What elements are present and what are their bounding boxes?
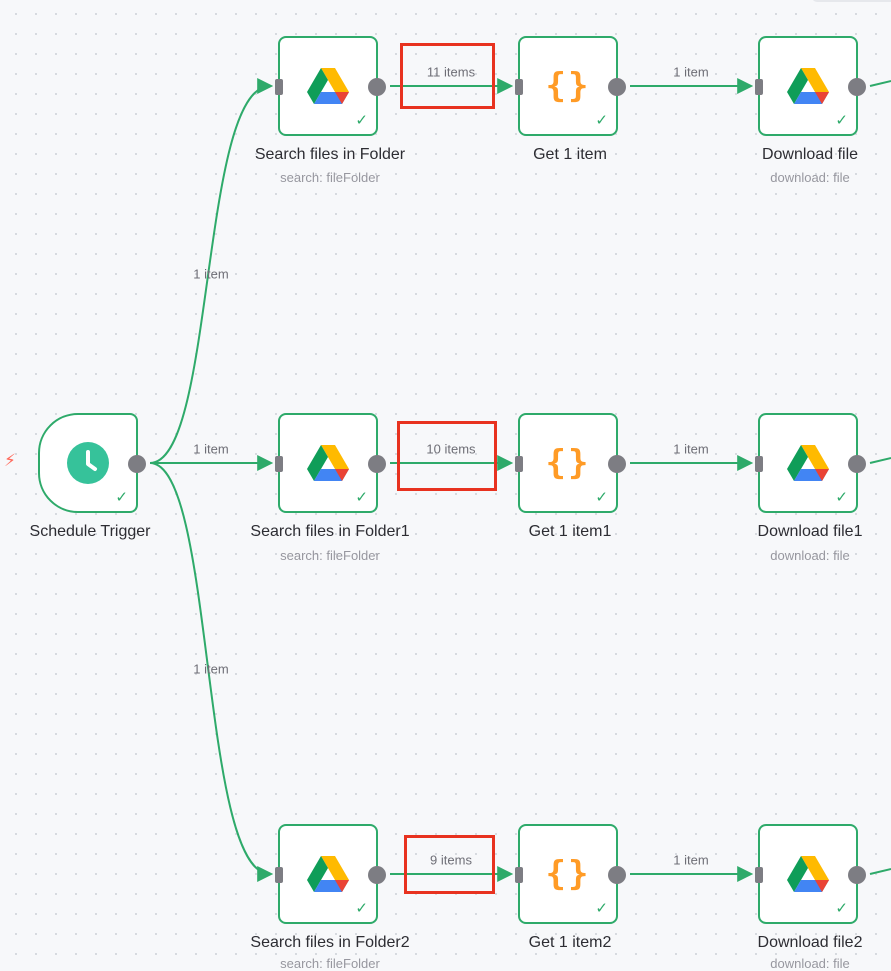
edge-label-row2-search-get: 10 items [426, 441, 476, 457]
top-right-panel-tab[interactable] [812, 0, 891, 2]
check-icon: ✓ [355, 900, 368, 917]
node-title-download2: Download file1 [757, 523, 863, 540]
node-search-files-in-folder[interactable]: ✓ [275, 36, 386, 136]
check-icon: ✓ [835, 112, 848, 129]
output-port[interactable] [848, 455, 866, 473]
code-braces-icon: {} [545, 443, 591, 483]
edge-download1-out [869, 80, 891, 87]
input-port[interactable] [275, 867, 283, 883]
trigger-bolt-icon: ⚡ [4, 451, 16, 470]
output-port[interactable] [368, 455, 386, 473]
node-title-get1: Get 1 item [533, 146, 607, 163]
node-title-search3: Search files in Folder2 [250, 934, 410, 951]
google-drive-icon [307, 445, 349, 481]
edge-label-row1-get-download: 1 item [673, 64, 709, 80]
node-subtitle-search3: search: fileFolder [280, 956, 380, 971]
node-title-get2: Get 1 item1 [528, 523, 612, 540]
node-subtitle-download3: download: file [770, 956, 850, 971]
check-icon: ✓ [595, 489, 608, 506]
node-get-1-item1[interactable]: {} ✓ [515, 413, 626, 513]
google-drive-icon [787, 68, 829, 104]
node-search-files-in-folder2[interactable]: ✓ [275, 824, 386, 924]
input-port[interactable] [755, 79, 763, 95]
edge-download3-out [869, 868, 891, 875]
edge-label-trigger-row1: 1 item [193, 266, 229, 282]
google-drive-icon [787, 445, 829, 481]
input-port[interactable] [755, 867, 763, 883]
input-port[interactable] [275, 456, 283, 472]
edge-trigger-to-search3 [149, 462, 274, 882]
highlight-box-row2 [397, 421, 497, 491]
edge-download2-out [869, 457, 891, 464]
input-port[interactable] [755, 456, 763, 472]
edge-label-trigger-row3: 1 item [193, 661, 229, 677]
edge-label-row3-get-download: 1 item [673, 852, 709, 868]
input-port[interactable] [515, 867, 523, 883]
node-download-file[interactable]: ✓ [755, 36, 866, 136]
node-download-file1[interactable]: ✓ [755, 413, 866, 513]
edge-trigger-to-search1 [149, 78, 274, 464]
node-subtitle-search1: search: fileFolder [280, 170, 380, 185]
google-drive-icon [787, 856, 829, 892]
check-icon: ✓ [835, 900, 848, 917]
node-get-1-item[interactable]: {} ✓ [515, 36, 626, 136]
node-subtitle-search2: search: fileFolder [280, 548, 380, 563]
output-port[interactable] [128, 455, 146, 473]
output-port[interactable] [608, 78, 626, 96]
node-subtitle-download1: download: file [770, 170, 850, 185]
node-title-schedule-trigger: Schedule Trigger [29, 523, 151, 540]
node-search-files-in-folder1[interactable]: ✓ [275, 413, 386, 513]
output-port[interactable] [848, 78, 866, 96]
node-title-search1: Search files in Folder [254, 146, 406, 163]
input-port[interactable] [515, 456, 523, 472]
highlight-box-row1 [400, 43, 495, 109]
google-drive-icon [307, 856, 349, 892]
clock-icon [67, 442, 109, 484]
edge-label-row1-search-get: 11 items [426, 64, 476, 80]
node-subtitle-download2: download: file [770, 548, 850, 563]
input-port[interactable] [515, 79, 523, 95]
edge-label-trigger-row2: 1 item [193, 441, 229, 457]
output-port[interactable] [368, 78, 386, 96]
edge-label-row2-get-download: 1 item [673, 441, 709, 457]
output-port[interactable] [608, 866, 626, 884]
check-icon: ✓ [355, 112, 368, 129]
input-port[interactable] [275, 79, 283, 95]
code-braces-icon: {} [545, 854, 591, 894]
node-title-search2: Search files in Folder1 [250, 523, 410, 540]
check-icon: ✓ [595, 112, 608, 129]
check-icon: ✓ [115, 489, 128, 506]
node-title-get3: Get 1 item2 [528, 934, 612, 951]
edge-label-row3-search-get: 9 items [430, 852, 472, 868]
node-title-download1: Download file [761, 146, 859, 163]
node-schedule-trigger[interactable]: ✓ [38, 413, 146, 513]
google-drive-icon [307, 68, 349, 104]
node-download-file2[interactable]: ✓ [755, 824, 866, 924]
check-icon: ✓ [355, 489, 368, 506]
node-get-1-item2[interactable]: {} ✓ [515, 824, 626, 924]
node-title-download3: Download file2 [757, 934, 863, 951]
code-braces-icon: {} [545, 66, 591, 106]
output-port[interactable] [848, 866, 866, 884]
check-icon: ✓ [835, 489, 848, 506]
output-port[interactable] [368, 866, 386, 884]
output-port[interactable] [608, 455, 626, 473]
check-icon: ✓ [595, 900, 608, 917]
highlight-box-row3 [404, 835, 495, 894]
